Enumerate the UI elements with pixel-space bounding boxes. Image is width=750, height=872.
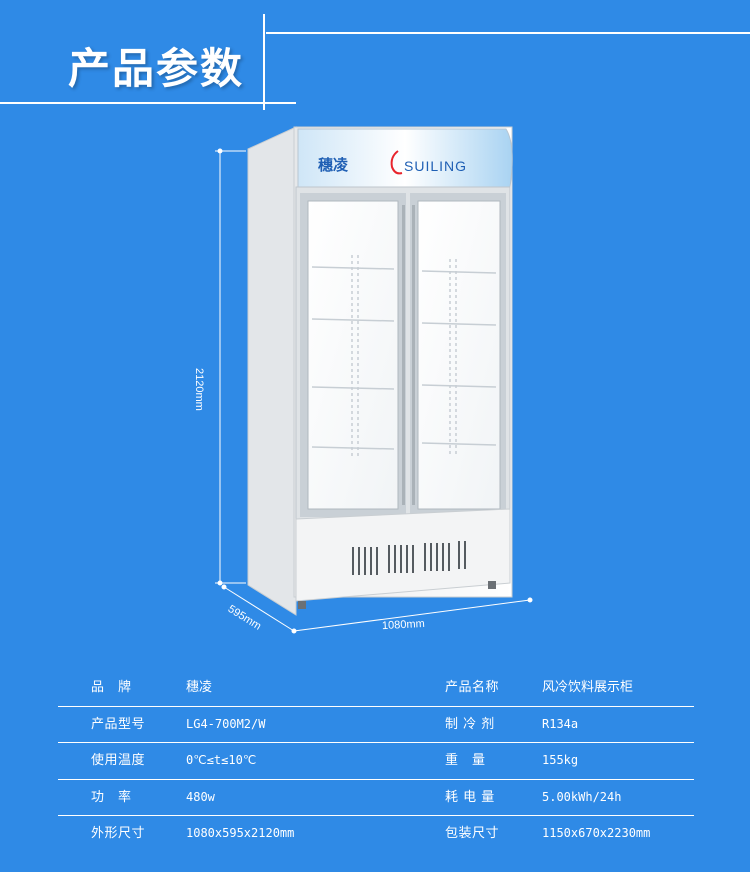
fridge-logo-cn: 穗凌 xyxy=(318,156,349,174)
spec-key: 使用温度 xyxy=(91,753,146,768)
spec-value: 0℃≤t≤10℃ xyxy=(186,753,257,767)
fridge-bottom-panel xyxy=(295,508,511,602)
fridge-side-panel xyxy=(247,126,297,616)
spec-row: 产品型号 LG4-700M2/W 制 冷 剂 R134a xyxy=(58,707,694,743)
fridge-door-handle-left xyxy=(402,205,405,505)
spec-key: 产品名称 xyxy=(445,680,500,695)
header-line-bottom xyxy=(0,102,296,104)
spec-value: 480w xyxy=(186,789,215,804)
spec-row: 品 牌 穗凌 产品名称 风冷饮料展示柜 xyxy=(58,670,694,707)
spec-key: 制 冷 剂 xyxy=(445,716,495,732)
spec-value: 5.00kWh/24h xyxy=(542,789,622,804)
spec-value: 穗凌 xyxy=(186,680,213,695)
dimension-height-label: 2120mm xyxy=(193,368,205,411)
fridge-door-handle-right xyxy=(412,205,415,505)
spec-value: LG4-700M2/W xyxy=(186,716,266,731)
spec-row: 使用温度 0℃≤t≤10℃ 重 量 155kg xyxy=(58,743,694,780)
header-line-top xyxy=(266,32,750,34)
page-title: 产品参数 xyxy=(68,44,245,93)
spec-key: 包装尺寸 xyxy=(445,826,500,841)
spec-value: 155kg xyxy=(542,753,579,767)
spec-key: 品 牌 xyxy=(91,680,132,695)
spec-key: 产品型号 xyxy=(91,716,146,732)
fridge-vent-grille xyxy=(352,541,466,575)
spec-key: 功 率 xyxy=(91,789,132,805)
caster-left xyxy=(298,601,306,609)
showcase-fridge-illustration: 穗凌 SUILING xyxy=(215,126,533,634)
logo-apple-icon xyxy=(390,150,403,175)
dimension-width-label: 1080mm xyxy=(381,617,426,633)
spec-value: 1150x670x2230mm xyxy=(542,826,651,840)
header-line-vertical xyxy=(263,14,265,110)
spec-value: R134a xyxy=(542,716,579,731)
spec-row: 外形尺寸 1080x595x2120mm 包装尺寸 1150x670x2230m… xyxy=(58,816,694,852)
fridge-shelves xyxy=(311,255,497,459)
spec-value: 风冷饮料展示柜 xyxy=(542,680,634,695)
spec-table: 品 牌 穗凌 产品名称 风冷饮料展示柜 产品型号 LG4-700M2/W 制 冷… xyxy=(58,670,694,852)
spec-key: 耗 电 量 xyxy=(445,789,495,805)
spec-value: 1080x595x2120mm xyxy=(186,826,295,840)
fridge-logo-en: SUILING xyxy=(404,158,467,174)
caster-right xyxy=(488,581,496,589)
spec-key: 外形尺寸 xyxy=(91,826,146,841)
spec-row: 功 率 480w 耗 电 量 5.00kWh/24h xyxy=(58,780,694,816)
spec-key: 重 量 xyxy=(445,753,486,768)
